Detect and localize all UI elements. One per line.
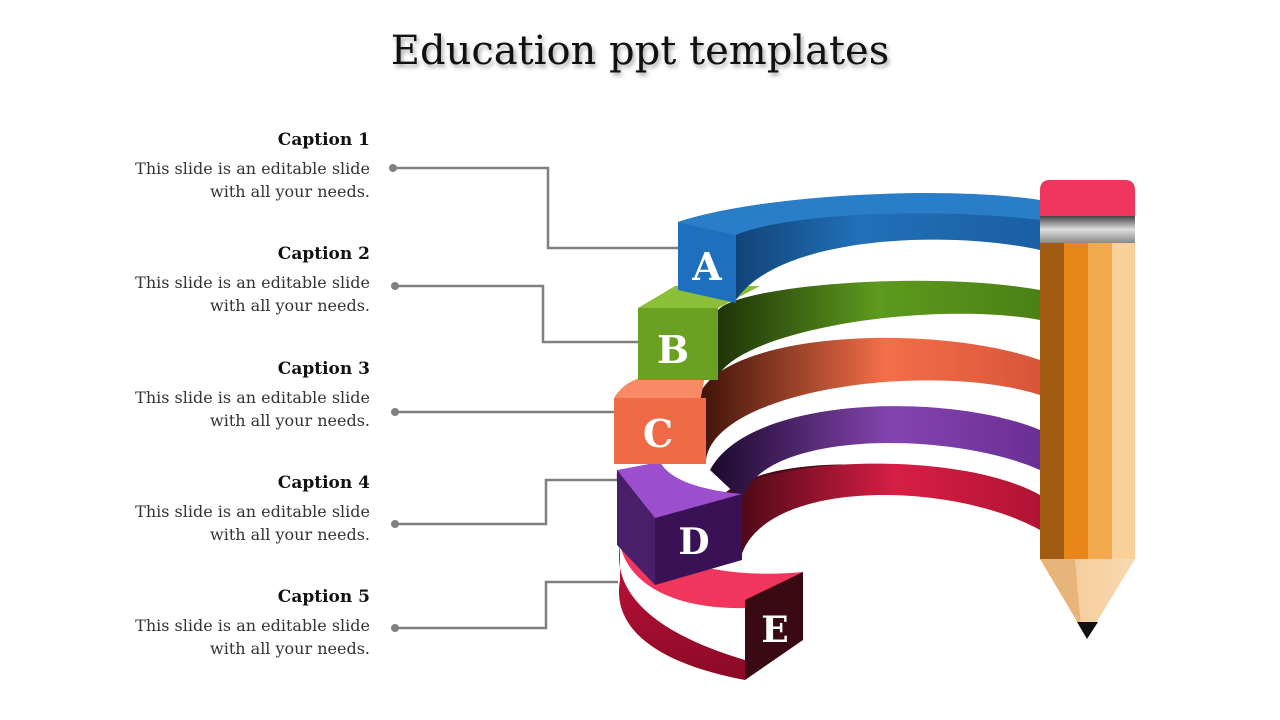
letter-c: C (643, 411, 673, 456)
letter-a: A (691, 244, 722, 289)
letter-b: B (657, 327, 689, 372)
letter-d: D (678, 521, 709, 563)
letter-e: E (761, 609, 788, 651)
pencil-icon (1040, 180, 1135, 639)
